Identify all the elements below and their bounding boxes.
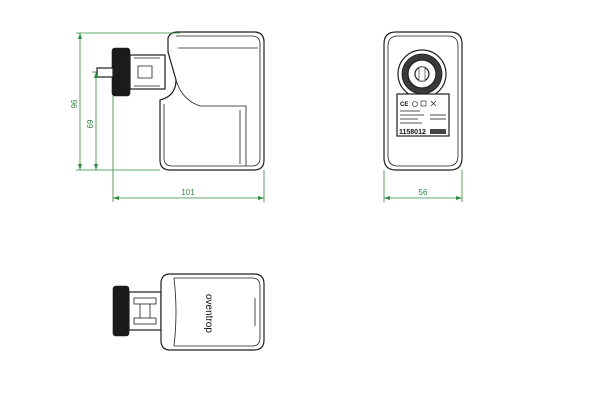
- barcode: [430, 129, 446, 134]
- label-text-lines: [400, 110, 446, 124]
- side-nut-knurling: [114, 50, 128, 94]
- label-symbols: CE: [400, 100, 437, 108]
- dim-height-total: 96: [70, 99, 79, 108]
- side-housing: [159, 31, 265, 171]
- side-threaded-pin: [96, 67, 114, 78]
- side-collar: [129, 54, 166, 90]
- dim-width: 56: [419, 188, 428, 197]
- article-number: 1158012: [399, 129, 426, 136]
- top-housing: [160, 273, 265, 351]
- top-view: oventrop: [112, 273, 265, 351]
- dim-length: 101: [181, 188, 195, 197]
- side-view: [96, 31, 265, 171]
- svg-text:CE: CE: [400, 102, 408, 108]
- dim-height-axis: 69: [86, 119, 95, 128]
- front-dimensions: 56: [383, 170, 463, 202]
- front-view: CE 1158012: [383, 31, 463, 171]
- brand-logo: oventrop: [203, 294, 214, 333]
- side-dimensions: 96 69 101: [70, 32, 265, 202]
- top-knurled-nut: [112, 285, 130, 337]
